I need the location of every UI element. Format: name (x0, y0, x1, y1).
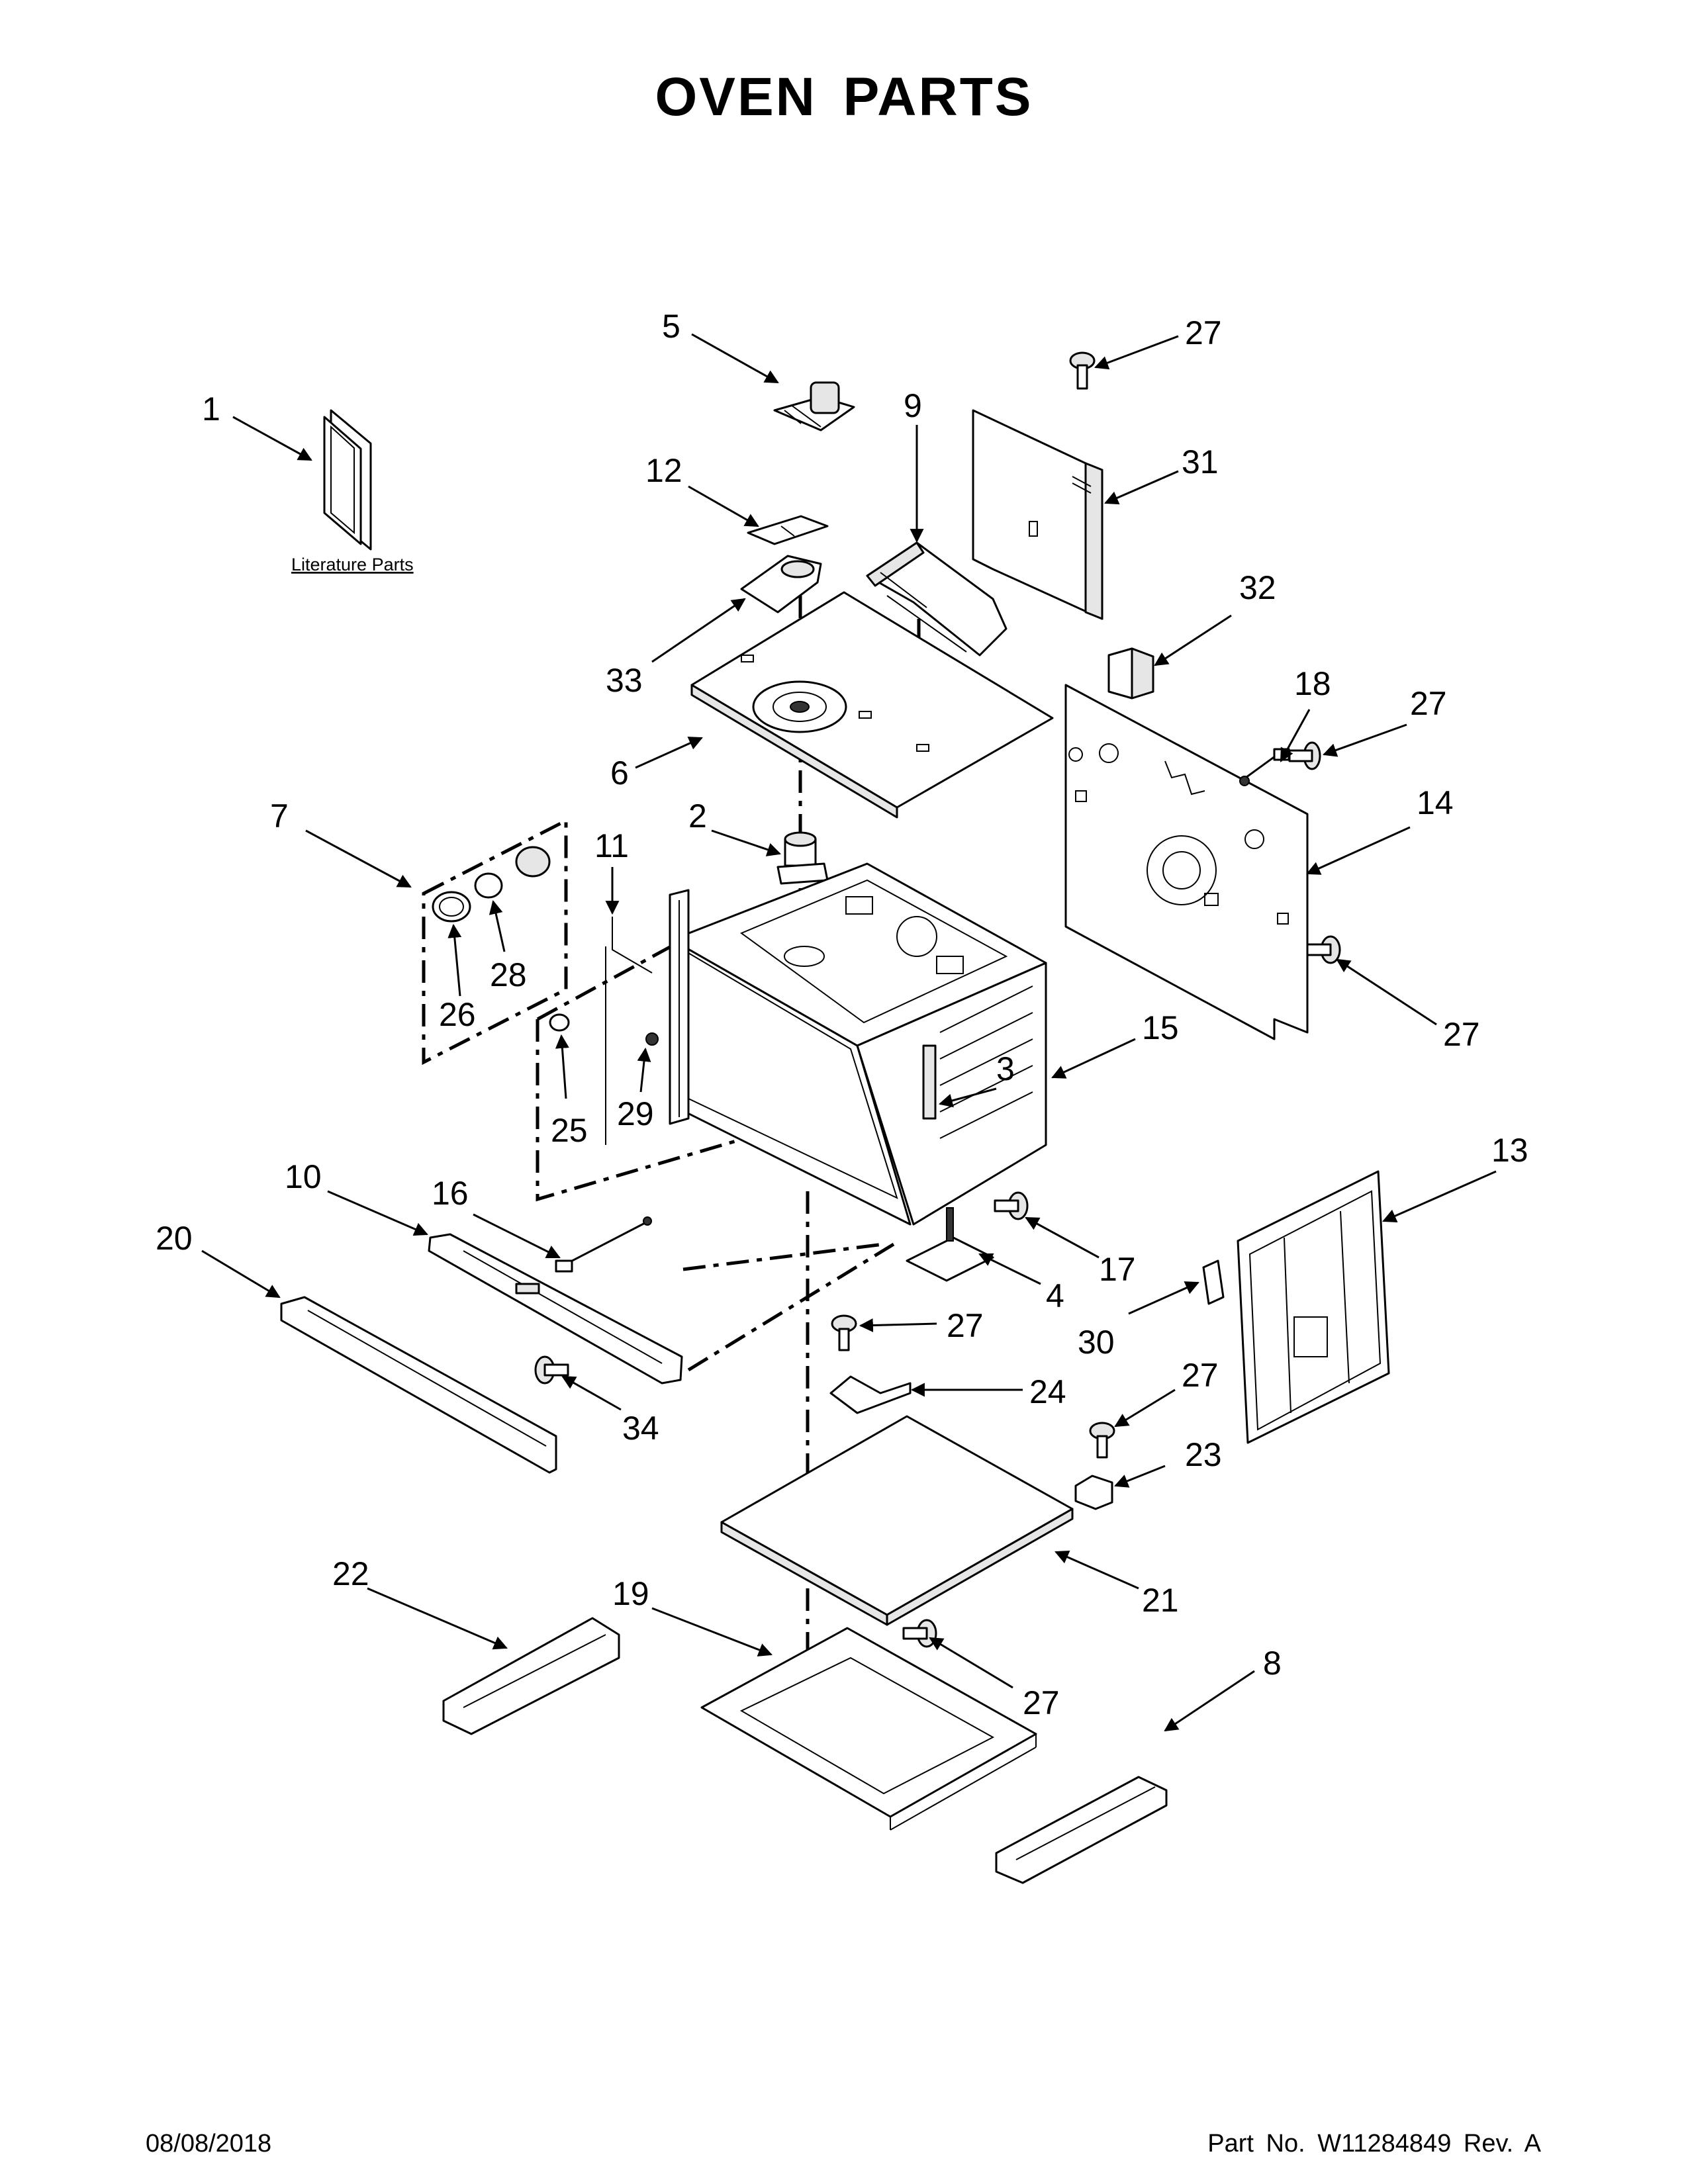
callout-8: 8 (1263, 1645, 1282, 1682)
footer-date: 08/08/2018 (146, 2130, 272, 2158)
junction-box[interactable] (1107, 647, 1154, 700)
screw-27-right-bracket[interactable] (1089, 1422, 1115, 1459)
fan-shroud[interactable] (776, 831, 829, 885)
callout-10: 10 (285, 1158, 322, 1195)
callout-16: 16 (432, 1175, 469, 1212)
hinge-screw-17[interactable] (994, 1191, 1029, 1220)
callout-22: 22 (332, 1555, 369, 1592)
screw-27-rear-upper[interactable] (1288, 741, 1321, 770)
rail-8[interactable] (995, 1776, 1168, 1884)
knob-28[interactable] (474, 872, 503, 899)
bottom-tray[interactable] (700, 1627, 1037, 1831)
callout-31: 31 (1182, 443, 1219, 480)
front-frame[interactable] (669, 889, 690, 1125)
callout-27-bracket: 27 (947, 1307, 984, 1344)
callout-30: 30 (1078, 1324, 1115, 1361)
callout-32: 32 (1239, 569, 1276, 606)
motor-mount-bracket[interactable] (740, 555, 822, 614)
callout-3: 3 (996, 1050, 1015, 1087)
screw-34[interactable] (534, 1355, 569, 1385)
callout-27-right-bracket: 27 (1182, 1357, 1219, 1394)
bracket-23[interactable] (1074, 1475, 1113, 1510)
bracket-plate[interactable] (747, 515, 829, 545)
bracket-24[interactable] (829, 1375, 912, 1414)
oven-cavity[interactable] (671, 862, 1047, 1226)
callout-24: 24 (1029, 1373, 1066, 1410)
front-trim[interactable] (428, 1233, 683, 1385)
callout-labels: 1 2 3 4 5 6 7 8 9 10 11 12 13 14 15 16 1… (156, 308, 1528, 1721)
callout-27-rear-upper: 27 (1410, 685, 1447, 722)
callout-9: 9 (904, 387, 922, 424)
callout-27-top: 27 (1185, 314, 1222, 351)
callout-23: 23 (1185, 1436, 1222, 1473)
bottom-panel[interactable] (720, 1415, 1074, 1626)
literature-manual[interactable] (323, 409, 372, 551)
rear-panel[interactable] (1064, 684, 1309, 1040)
screw-27-bottom[interactable] (902, 1619, 937, 1648)
clip-30[interactable] (1202, 1259, 1225, 1305)
callout-20: 20 (156, 1220, 193, 1257)
side-panel[interactable] (1237, 1170, 1390, 1444)
callout-33: 33 (606, 662, 643, 699)
callout-26: 26 (439, 996, 476, 1033)
knob-26[interactable] (432, 891, 471, 923)
callout-4: 4 (1046, 1277, 1064, 1314)
callout-27-rear-lower: 27 (1443, 1016, 1480, 1053)
screw-27-top[interactable] (1069, 351, 1096, 390)
callout-34: 34 (622, 1410, 659, 1447)
callout-2: 2 (688, 797, 707, 835)
callout-15: 15 (1142, 1009, 1179, 1046)
callout-25: 25 (551, 1112, 588, 1149)
screw-27-bracket[interactable] (831, 1314, 857, 1351)
callout-27-bottom: 27 (1023, 1684, 1060, 1721)
callout-18: 18 (1294, 665, 1331, 702)
convection-motor[interactable] (773, 381, 855, 432)
screw-27-rear-lower[interactable] (1306, 935, 1341, 964)
callout-21: 21 (1142, 1582, 1179, 1619)
callout-5: 5 (662, 308, 680, 345)
page-title: OVEN PARTS (655, 67, 1033, 127)
callout-19: 19 (612, 1575, 649, 1612)
temperature-sensor[interactable] (1239, 748, 1290, 786)
callout-1: 1 (202, 390, 220, 428)
lower-trim[interactable] (280, 1296, 557, 1474)
bumper-25[interactable] (549, 1013, 570, 1032)
knob-insert[interactable] (515, 846, 551, 878)
callout-12: 12 (645, 452, 682, 489)
callout-28: 28 (490, 956, 527, 993)
literature-parts-link[interactable]: Literature Parts (291, 555, 414, 574)
control-knob-group (422, 817, 568, 1066)
screw-29[interactable] (645, 1032, 659, 1046)
top-panel[interactable] (690, 591, 1054, 819)
callout-17: 17 (1099, 1251, 1136, 1288)
rail-22[interactable] (442, 1617, 620, 1735)
callout-6: 6 (610, 754, 629, 792)
callout-13: 13 (1491, 1132, 1528, 1169)
hinge-rod[interactable] (555, 1216, 652, 1273)
callout-11: 11 (594, 827, 629, 864)
callout-29: 29 (617, 1095, 654, 1132)
rear-cover[interactable] (972, 409, 1103, 620)
footer-part-number: Part No. W11284849 Rev. A (1207, 2130, 1541, 2158)
callout-7: 7 (270, 797, 289, 835)
door-gasket[interactable] (605, 917, 653, 1145)
leader-lines (201, 333, 1497, 1732)
callout-14: 14 (1417, 784, 1454, 821)
